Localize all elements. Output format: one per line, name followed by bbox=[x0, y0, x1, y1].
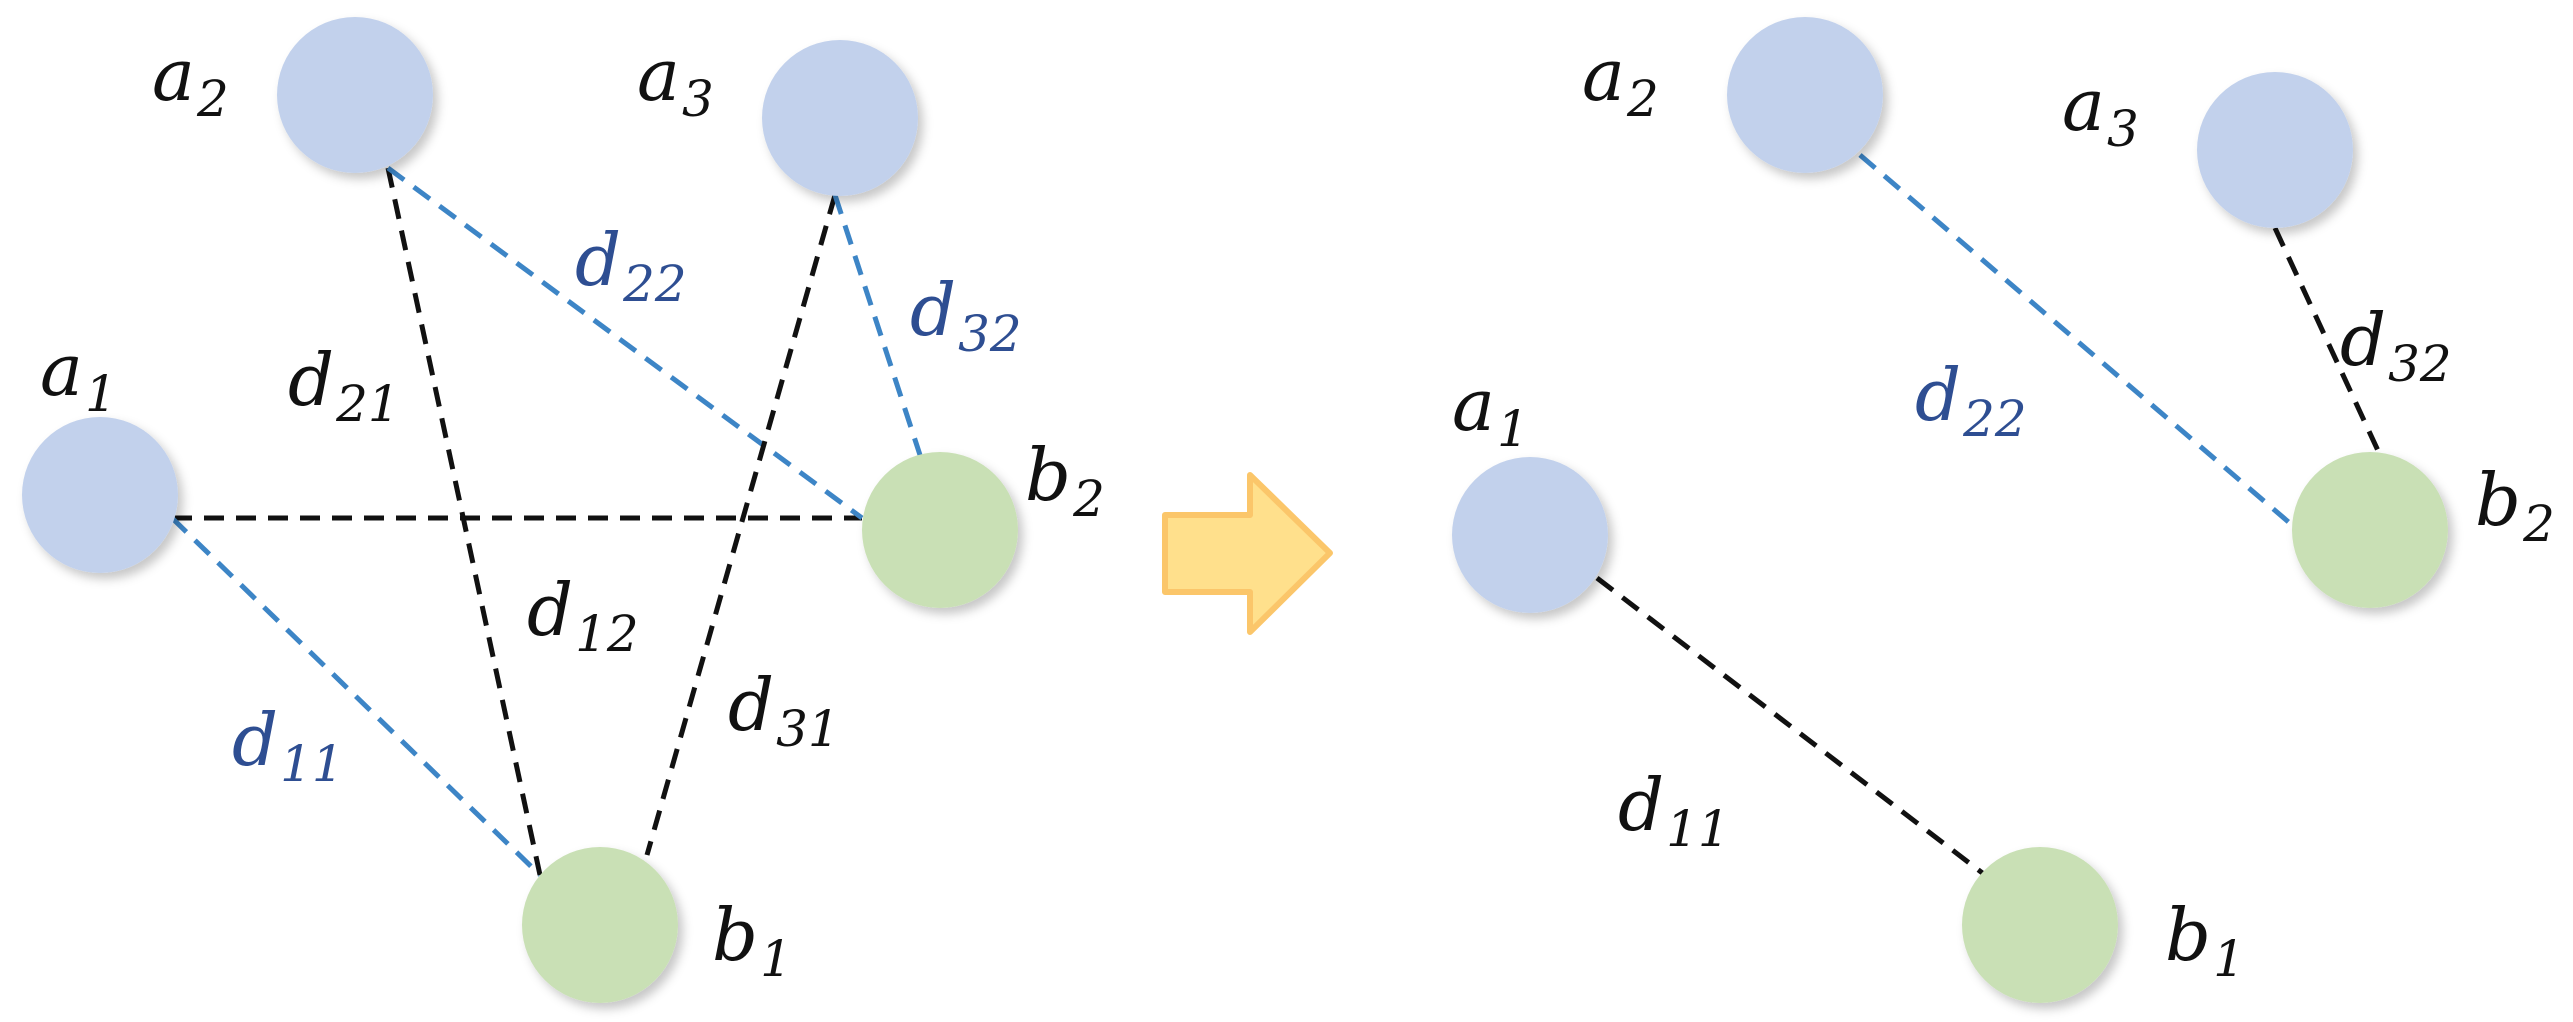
edge-label-d11: d11 bbox=[232, 698, 344, 793]
node-b1 bbox=[522, 847, 678, 1003]
edge-a1-b1 bbox=[1595, 576, 1987, 877]
edge-label-d22-subscript: 22 bbox=[622, 255, 687, 313]
node-label-a2-base: a bbox=[152, 33, 195, 117]
edge-label-d11-subscript: 11 bbox=[1666, 800, 1730, 858]
edge-label-d32-base: d bbox=[2340, 298, 2386, 382]
edge-label-d31: d31 bbox=[728, 663, 840, 758]
node-label-a1: a1 bbox=[40, 328, 117, 423]
node-a2 bbox=[1727, 17, 1883, 173]
node-label-a3: a3 bbox=[2062, 63, 2139, 158]
node-b2 bbox=[2292, 452, 2448, 608]
edge-a3-b2 bbox=[2272, 226, 2383, 457]
edge-label-d22-subscript: 22 bbox=[1962, 390, 2027, 448]
edge-label-d21-subscript: 21 bbox=[335, 375, 400, 433]
node-label-a3-subscript: 3 bbox=[2107, 100, 2139, 158]
edge-label-d32: d32 bbox=[910, 268, 1022, 363]
edge-label-d22: d22 bbox=[575, 218, 687, 313]
edge-label-d32-base: d bbox=[910, 268, 956, 352]
edge-label-d32-subscript: 32 bbox=[2388, 335, 2452, 393]
edge-label-d32-subscript: 32 bbox=[958, 305, 1022, 363]
node-label-b1-base: b bbox=[2165, 893, 2211, 977]
edge-label-d12-subscript: 12 bbox=[575, 605, 639, 663]
edge-label-d12-base: d bbox=[527, 568, 573, 652]
node-label-b1-subscript: 1 bbox=[760, 930, 792, 988]
node-label-a2: a2 bbox=[1582, 33, 1659, 128]
node-label-b2-base: b bbox=[2475, 458, 2521, 542]
node-a1 bbox=[1452, 457, 1608, 613]
edge-label-d11-base: d bbox=[232, 698, 278, 782]
node-a3 bbox=[762, 40, 918, 196]
node-label-b2-subscript: 2 bbox=[1072, 470, 1105, 528]
node-label-a1-base: a bbox=[1452, 363, 1495, 447]
node-label-a2: a2 bbox=[152, 33, 229, 128]
edge-label-d31-base: d bbox=[728, 663, 774, 747]
edge-label-d22: d22 bbox=[1915, 353, 2027, 448]
edge-label-d12: d12 bbox=[527, 568, 639, 663]
edge-a1-b1 bbox=[170, 516, 542, 877]
edge-label-d21: d21 bbox=[288, 338, 400, 433]
edge-a3-b2 bbox=[832, 194, 923, 456]
node-label-a1-base: a bbox=[40, 328, 83, 412]
edge-label-d22-base: d bbox=[1915, 353, 1961, 437]
edge-label-d21-base: d bbox=[288, 338, 334, 422]
node-label-b1-subscript: 1 bbox=[2213, 930, 2245, 988]
edge-label-d11-base: d bbox=[1618, 763, 1664, 847]
transition-arrow-icon bbox=[1162, 472, 1333, 635]
edge-a2-b2 bbox=[386, 165, 864, 521]
node-label-b1-base: b bbox=[712, 893, 758, 977]
node-a3 bbox=[2197, 72, 2353, 228]
edge-a3-b1 bbox=[644, 194, 838, 856]
node-b2 bbox=[862, 452, 1018, 608]
node-label-b2-subscript: 2 bbox=[2522, 495, 2555, 553]
node-label-a1: a1 bbox=[1452, 363, 1529, 458]
node-a2 bbox=[277, 17, 433, 173]
node-label-a1-subscript: 1 bbox=[85, 365, 117, 423]
node-label-a3-base: a bbox=[637, 33, 680, 117]
node-label-a2-base: a bbox=[1582, 33, 1625, 117]
node-label-a1-subscript: 1 bbox=[1497, 400, 1529, 458]
node-b1 bbox=[1962, 847, 2118, 1003]
node-a1 bbox=[22, 417, 178, 573]
node-label-b1: b1 bbox=[712, 893, 792, 988]
edge-label-d11-subscript: 11 bbox=[280, 735, 344, 793]
node-label-a2-subscript: 2 bbox=[1626, 70, 1659, 128]
node-label-b2: b2 bbox=[2475, 458, 2555, 553]
edge-label-d11: d11 bbox=[1618, 763, 1730, 858]
edge-label-d31-subscript: 31 bbox=[776, 700, 840, 758]
node-label-b2-base: b bbox=[1025, 433, 1071, 517]
node-label-b2: b2 bbox=[1025, 433, 1105, 528]
edge-a2-b1 bbox=[385, 167, 543, 876]
node-label-a3-subscript: 3 bbox=[682, 70, 714, 128]
edge-label-d32: d32 bbox=[2340, 298, 2452, 393]
edge-label-d22-base: d bbox=[575, 218, 621, 302]
node-label-b1: b1 bbox=[2165, 893, 2245, 988]
node-label-a3-base: a bbox=[2062, 63, 2105, 147]
node-label-a2-subscript: 2 bbox=[196, 70, 229, 128]
node-label-a3: a3 bbox=[637, 33, 714, 128]
